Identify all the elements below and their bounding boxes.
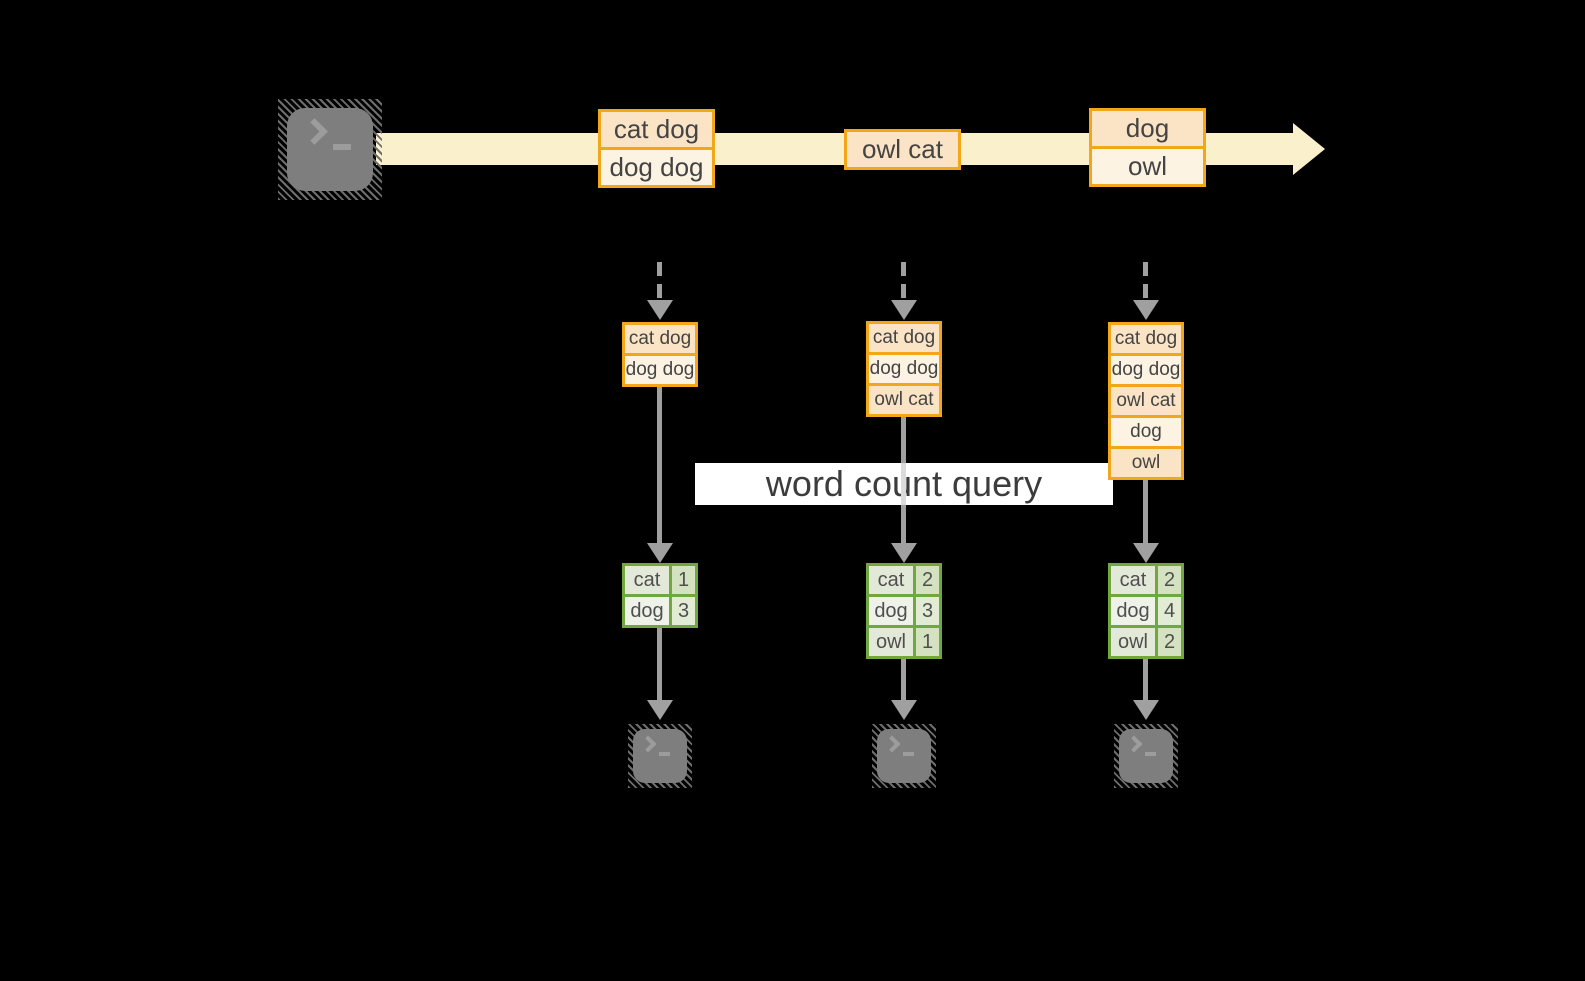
stream-batch-1: cat dog dog dog — [598, 109, 715, 188]
terminal-icon — [628, 724, 692, 788]
word-cell: owl — [869, 628, 913, 656]
result-table-2: cat 2 dog 3 owl 1 — [866, 563, 942, 659]
input-table-1: cat dog dog dog — [622, 322, 698, 387]
output-arrow — [657, 626, 662, 700]
prompt-chevron-icon — [883, 735, 901, 753]
state-record: dog dog — [1111, 356, 1181, 384]
prompt-underscore-icon — [333, 144, 351, 150]
dashed-arrowhead-icon — [647, 300, 673, 320]
dashed-arrow — [657, 262, 662, 300]
count-row: cat 2 — [869, 566, 939, 594]
output-arrow — [1143, 657, 1148, 700]
prompt-chevron-icon — [639, 735, 657, 753]
dashed-arrow — [901, 262, 906, 300]
query-arrowhead-icon — [647, 543, 673, 563]
terminal-body — [287, 108, 373, 191]
count-cell: 2 — [1158, 566, 1181, 594]
count-row: owl 2 — [1111, 628, 1181, 656]
arrow-through-label — [901, 463, 906, 505]
result-table-1: cat 1 dog 3 — [622, 563, 698, 628]
word-cell: owl — [1111, 628, 1155, 656]
stream-record: dog — [1092, 111, 1203, 146]
count-cell: 4 — [1158, 597, 1181, 625]
count-cell: 1 — [672, 566, 695, 594]
count-row: dog 3 — [869, 597, 939, 625]
terminal-icon — [872, 724, 936, 788]
count-row: dog 4 — [1111, 597, 1181, 625]
state-record: cat dog — [625, 325, 695, 353]
output-arrowhead-icon — [1133, 700, 1159, 720]
input-table-3: cat dog dog dog owl cat dog owl — [1108, 322, 1184, 480]
terminal-icon — [1114, 724, 1178, 788]
output-arrowhead-icon — [647, 700, 673, 720]
state-record: owl — [1111, 449, 1181, 477]
prompt-chevron-icon — [301, 118, 328, 145]
stream-record: owl cat — [847, 132, 958, 167]
result-table-3: cat 2 dog 4 owl 2 — [1108, 563, 1184, 659]
input-table-2: cat dog dog dog owl cat — [866, 321, 942, 417]
dashed-arrow — [1143, 262, 1148, 300]
state-record: owl cat — [869, 386, 939, 414]
state-record: owl cat — [1111, 387, 1181, 415]
count-cell: 3 — [672, 597, 695, 625]
stream-batch-2: owl cat — [844, 129, 961, 170]
word-cell: cat — [869, 566, 913, 594]
terminal-body — [1119, 729, 1173, 783]
count-cell: 1 — [916, 628, 939, 656]
output-arrowhead-icon — [891, 700, 917, 720]
state-record: dog dog — [625, 356, 695, 384]
query-arrow — [1143, 478, 1148, 543]
word-cell: cat — [625, 566, 669, 594]
count-row: dog 3 — [625, 597, 695, 625]
prompt-chevron-icon — [1125, 735, 1143, 753]
query-arrowhead-icon — [891, 543, 917, 563]
word-cell: cat — [1111, 566, 1155, 594]
state-record: cat dog — [869, 324, 939, 352]
dashed-arrowhead-icon — [891, 300, 917, 320]
query-arrow — [657, 385, 662, 543]
state-record: dog — [1111, 418, 1181, 446]
dashed-arrowhead-icon — [1133, 300, 1159, 320]
stream-arrowhead-icon — [1293, 123, 1325, 175]
stream-record: owl — [1092, 149, 1203, 184]
state-record: cat dog — [1111, 325, 1181, 353]
terminal-body — [877, 729, 931, 783]
terminal-body — [633, 729, 687, 783]
terminal-icon — [278, 99, 382, 200]
stream-batch-3: dog owl — [1089, 108, 1206, 187]
count-cell: 2 — [1158, 628, 1181, 656]
word-cell: dog — [625, 597, 669, 625]
count-cell: 3 — [916, 597, 939, 625]
stream-record: dog dog — [601, 150, 712, 185]
query-arrowhead-icon — [1133, 543, 1159, 563]
stream-record: cat dog — [601, 112, 712, 147]
count-row: cat 2 — [1111, 566, 1181, 594]
state-record: dog dog — [869, 355, 939, 383]
count-cell: 2 — [916, 566, 939, 594]
prompt-underscore-icon — [659, 752, 670, 756]
count-row: owl 1 — [869, 628, 939, 656]
query-label: word count query — [695, 463, 1113, 505]
prompt-underscore-icon — [903, 752, 914, 756]
count-row: cat 1 — [625, 566, 695, 594]
word-cell: dog — [869, 597, 913, 625]
word-cell: dog — [1111, 597, 1155, 625]
prompt-underscore-icon — [1145, 752, 1156, 756]
output-arrow — [901, 657, 906, 700]
